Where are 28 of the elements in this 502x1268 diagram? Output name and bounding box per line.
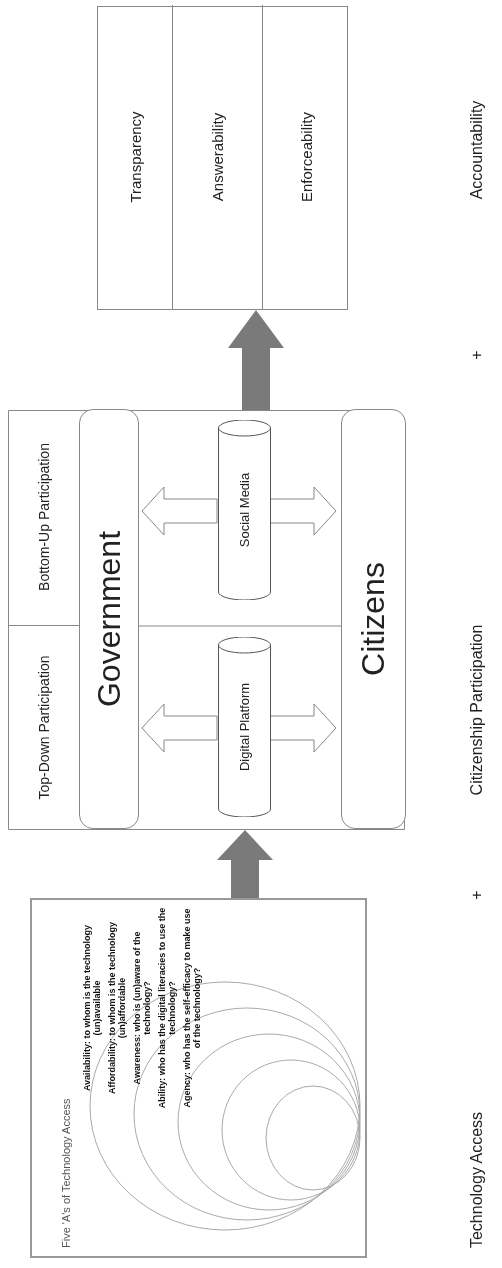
access-definition: Ability: who has the digital literacies to use the technology?: [158, 906, 178, 1110]
hollow-arrow: [269, 486, 337, 536]
access-definition: Affordability: to whom is the technology (un)affordable: [108, 921, 128, 1096]
caption-label: Technology Access: [468, 1111, 486, 1249]
panel-title: Five 'A's of Technology Access: [60, 1098, 72, 1248]
panel-box: [30, 898, 367, 1258]
outer-box: [8, 410, 405, 830]
table-row: Enforceability: [263, 5, 349, 309]
hollow-arrow: [269, 703, 337, 753]
plus-sign: +: [468, 890, 486, 900]
table-row: Transparency: [98, 5, 173, 309]
cylinder-node: Social Media: [218, 420, 271, 600]
band-label: Government: [79, 409, 139, 829]
access-definition: Agency: who has the self-efficacy to make use of the technology?: [183, 907, 203, 1110]
header-cell: Top-Down Participation: [9, 626, 79, 829]
band-label: Citizens: [341, 409, 406, 829]
plus-sign: +: [468, 350, 486, 360]
access-definition: Awareness: who is (un)aware of the technology?: [133, 930, 153, 1087]
access-definition: Availability: to whom is the technology (un)available: [83, 923, 103, 1094]
table-row: Answerability: [173, 5, 263, 309]
cylinder-node: Digital Platform: [218, 637, 271, 817]
caption-label: Accountability: [468, 100, 486, 200]
component-box: [97, 6, 348, 310]
hollow-arrow: [141, 486, 218, 536]
caption-label: Citizenship Participation: [468, 624, 486, 796]
hollow-arrow: [141, 703, 218, 753]
block-arrow: [228, 310, 284, 410]
block-arrow: [217, 830, 273, 898]
